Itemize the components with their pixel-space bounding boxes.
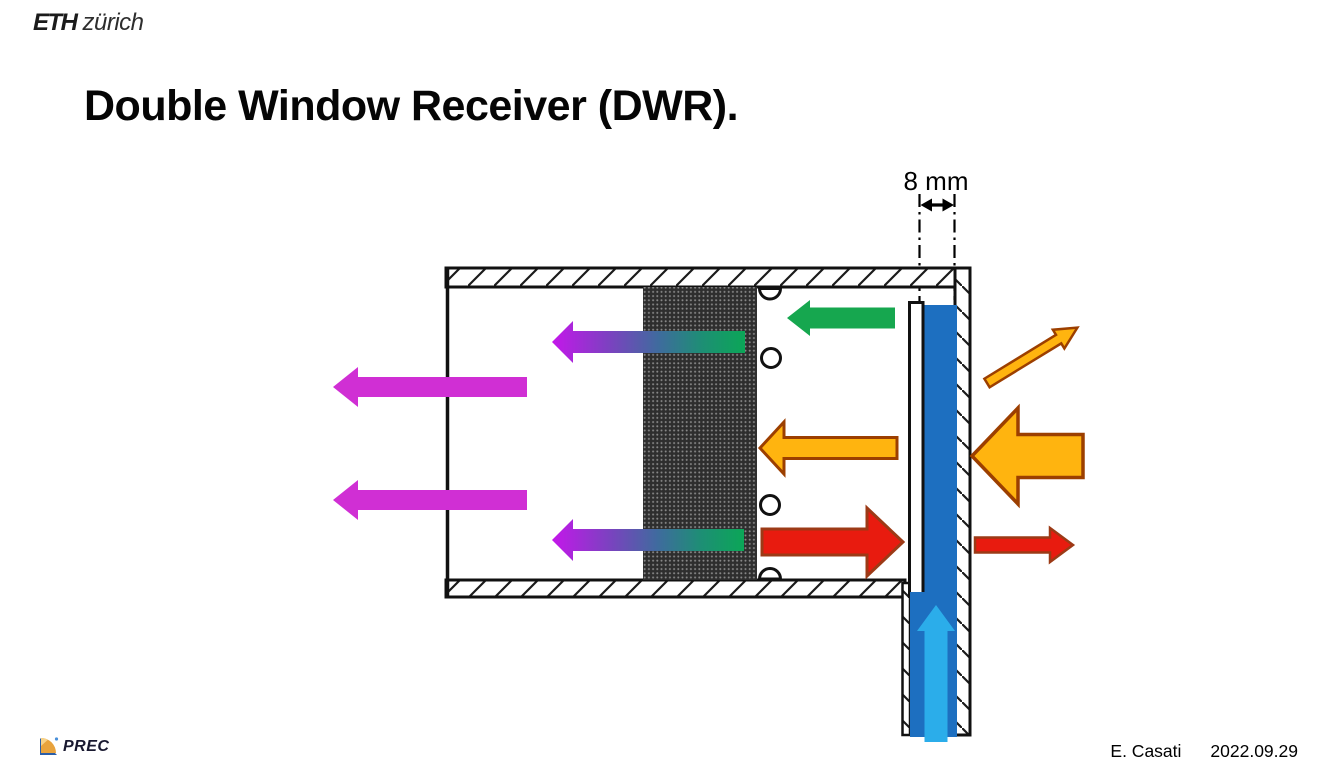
transmitted-solar-arrow-icon: [757, 418, 899, 478]
receiver-bottom-wall: [444, 578, 907, 599]
reflected-solar-arrow-icon: [982, 326, 1080, 389]
spacer-hole-bottom: [757, 567, 783, 581]
emitted-thermal-arrow-icon: [973, 525, 1076, 565]
spacer-hole-upper: [760, 347, 782, 369]
reflected-solar-arrow-shape: [982, 326, 1080, 389]
prec-logo: PREC: [38, 736, 109, 757]
slide-credit: E. Casati 2022.09.29: [1110, 741, 1298, 762]
dimension-label: 8 mm: [904, 166, 969, 196]
footer-date: 2022.09.29: [1210, 741, 1298, 761]
incident-solar-arrow-icon: [969, 403, 1085, 509]
inlet-channel-left-wall: [901, 581, 912, 737]
prec-logo-icon: [40, 737, 59, 755]
water-inlet-arrow-icon: [917, 605, 955, 742]
ir-emission-arrow-lower-icon: [333, 480, 527, 520]
inner-window-pane: [908, 301, 925, 598]
absorbed-spectrum-arrow-upper-icon: [552, 321, 745, 363]
absorbed-spectrum-arrow-lower-icon: [552, 519, 744, 561]
convection-arrow-icon: [787, 300, 895, 336]
eth-logo-bold-text: ETH: [33, 9, 78, 36]
eth-logo-rest-text: zürich: [82, 9, 145, 36]
dimension-arrowhead-left-icon: [920, 198, 932, 212]
spacer-hole-lower: [759, 494, 781, 516]
spacer-hole-top: [757, 287, 783, 301]
thermal-radiation-arrow-cavity-icon: [760, 504, 906, 580]
dimension-arrowhead-right-icon: [942, 198, 954, 212]
water-window-channel: [924, 305, 957, 597]
page-title: Double Window Receiver (DWR).: [84, 82, 739, 130]
footer-author: E. Casati: [1110, 741, 1182, 761]
prec-logo-text: PREC: [63, 737, 110, 755]
receiver-top-wall: [444, 266, 972, 289]
ir-emission-arrow-upper-icon: [333, 367, 527, 407]
receiver-right-wall: [953, 266, 972, 737]
